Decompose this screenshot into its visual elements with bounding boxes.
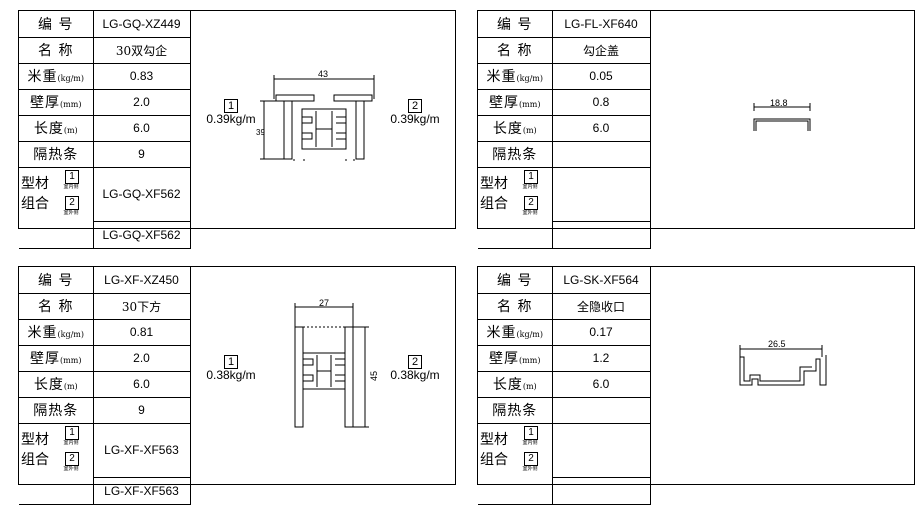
profile-drawing: 27 45: [294, 298, 379, 428]
weight-label: 米重(kg/m): [19, 62, 94, 90]
name-value: 全隐收口: [551, 292, 651, 320]
length-value: 6.0: [92, 114, 191, 142]
name-label: 名 称: [478, 292, 553, 320]
code-value: LG-FL-XF640: [551, 11, 651, 38]
code-value: LG-GQ-XZ449: [92, 11, 191, 38]
name-label: 名 称: [478, 36, 553, 64]
profile-drawing: 18.8: [753, 98, 811, 131]
spec-table: 编 号 LG-FL-XF640 名 称 勾企盖 米重(kg/m) 0.05 壁厚…: [478, 11, 651, 249]
weight-label: 米重(kg/m): [478, 62, 553, 90]
length-label: 长度(m): [19, 114, 94, 142]
combo-value-2: LG-GQ-XF562: [93, 220, 191, 249]
width-dimension: 27: [319, 298, 329, 308]
length-value: 6.0: [551, 114, 651, 142]
combo-value-1: LG-XF-XF563: [92, 422, 191, 478]
weight-value: 0.05: [551, 62, 651, 90]
combo-value-1: LG-GQ-XF562: [92, 166, 191, 222]
name-value: 30双勾企: [92, 36, 191, 64]
thickness-label: 壁厚(mm): [19, 344, 94, 372]
length-label: 长度(m): [19, 370, 94, 398]
strip-label: 隔热条: [19, 396, 94, 424]
profile-card-2: 编 号 LG-FL-XF640 名 称 勾企盖 米重(kg/m) 0.05 壁厚…: [477, 10, 915, 249]
code-value: LG-SK-XF564: [551, 267, 651, 294]
width-dimension: 18.8: [770, 98, 788, 108]
profile-drawing: 43 39: [256, 69, 375, 163]
code-label: 编 号: [478, 11, 553, 38]
profile-card-3: 编 号 LG-XF-XZ450 名 称 30下方 米重(kg/m) 0.81 壁…: [18, 266, 456, 505]
thickness-value: 1.2: [551, 344, 651, 372]
thickness-label: 壁厚(mm): [478, 88, 553, 116]
length-value: 6.0: [92, 370, 191, 398]
combo-value-2: [552, 220, 651, 249]
name-label: 名 称: [19, 36, 94, 64]
height-dimension: 39: [256, 128, 265, 137]
strip-value: [551, 396, 651, 424]
length-value: 6.0: [551, 370, 651, 398]
strip-value: 9: [92, 140, 191, 168]
weight-value: 0.81: [92, 318, 191, 346]
combo-value-2: [552, 476, 651, 505]
combo-value-2: LG-XF-XF563: [93, 476, 191, 505]
combo-value-1: [551, 166, 651, 222]
strip-label: 隔热条: [478, 140, 553, 168]
width-dimension: 43: [318, 69, 328, 79]
weight-label: 米重(kg/m): [478, 318, 553, 346]
strip-label: 隔热条: [478, 396, 553, 424]
thickness-value: 2.0: [92, 88, 191, 116]
strip-value: 9: [92, 396, 191, 424]
profile-drawing: 26.5: [739, 339, 827, 386]
weight-label: 米重(kg/m): [19, 318, 94, 346]
name-value: 30下方: [92, 292, 191, 320]
weight-value: 0.83: [92, 62, 191, 90]
thickness-label: 壁厚(mm): [19, 88, 94, 116]
thickness-value: 0.8: [551, 88, 651, 116]
length-label: 长度(m): [478, 370, 553, 398]
code-value: LG-XF-XZ450: [92, 267, 191, 294]
height-dimension: 45: [369, 371, 379, 381]
spec-table: 编 号 LG-SK-XF564 名 称 全隐收口 米重(kg/m) 0.17 壁…: [478, 267, 651, 505]
spec-table: 编 号 LG-XF-XZ450 名 称 30下方 米重(kg/m) 0.81 壁…: [19, 267, 191, 505]
name-label: 名 称: [19, 292, 94, 320]
width-dimension: 26.5: [768, 339, 786, 349]
profile-card-4: 编 号 LG-SK-XF564 名 称 全隐收口 米重(kg/m) 0.17 壁…: [477, 266, 915, 505]
name-value: 勾企盖: [551, 36, 651, 64]
thickness-label: 壁厚(mm): [478, 344, 553, 372]
weight-value: 0.17: [551, 318, 651, 346]
combo-value-1: [551, 422, 651, 478]
code-label: 编 号: [19, 11, 94, 38]
spec-table: 编 号 LG-GQ-XZ449 名 称 30双勾企 米重(kg/m) 0.83 …: [19, 11, 191, 249]
strip-label: 隔热条: [19, 140, 94, 168]
profile-card-1: 编 号 LG-GQ-XZ449 名 称 30双勾企 米重(kg/m) 0.83 …: [18, 10, 456, 249]
length-label: 长度(m): [478, 114, 553, 142]
strip-value: [551, 140, 651, 168]
code-label: 编 号: [19, 267, 94, 294]
code-label: 编 号: [478, 267, 553, 294]
thickness-value: 2.0: [92, 344, 191, 372]
